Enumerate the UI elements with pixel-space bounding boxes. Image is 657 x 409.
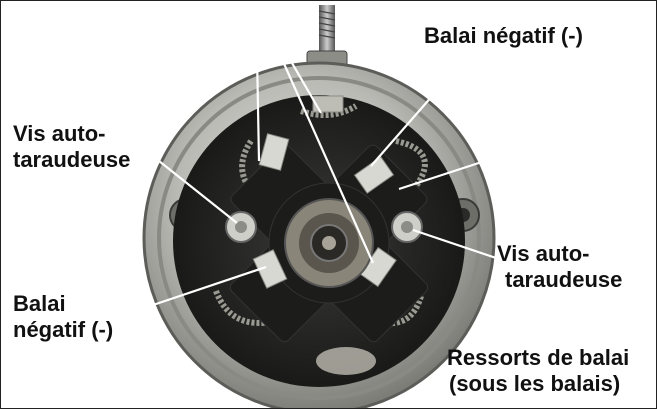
- label-brush-springs: Ressorts de balai (sous les balais): [447, 345, 630, 396]
- label-screw-left: Vis auto- taraudeuse: [13, 121, 131, 172]
- housing-rim: [157, 76, 481, 400]
- label-negative-brush-top-right: Balai négatif (-): [424, 23, 583, 48]
- stud-thread: [318, 10, 336, 39]
- label-screw-right: Vis auto- taraudeuse: [497, 241, 623, 292]
- housing-highlight: [316, 347, 376, 375]
- leader-lines: [152, 1, 500, 307]
- label-negative-brush-bottom-left: Balai négatif (-): [13, 291, 114, 342]
- brushes: [252, 95, 397, 289]
